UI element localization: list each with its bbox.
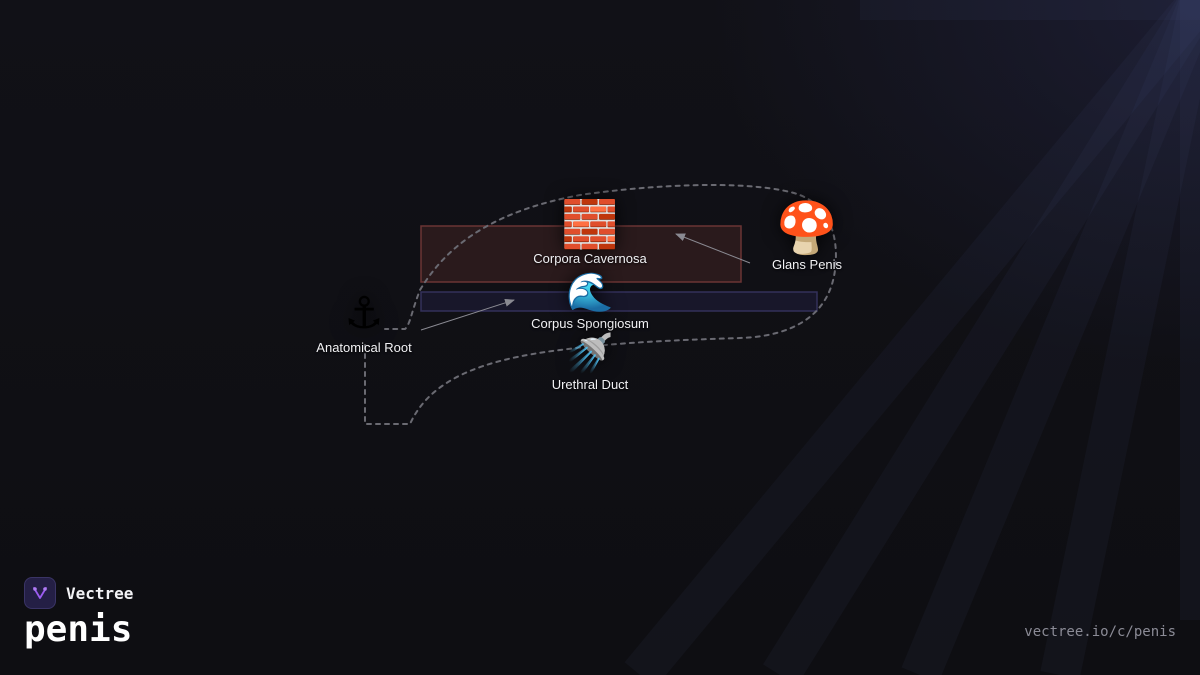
arrow-root-to-spongiosum bbox=[420, 298, 515, 331]
corpus-spongiosum-region bbox=[420, 291, 818, 312]
organ-outline bbox=[364, 183, 837, 425]
node-urethral-duct[interactable]: 🚿 Urethral Duct bbox=[552, 335, 629, 392]
node-glans-penis[interactable]: 🍄 Glans Penis bbox=[772, 203, 842, 272]
node-label: Glans Penis bbox=[771, 257, 843, 272]
mushroom-icon: 🍄 bbox=[775, 200, 839, 256]
node-label: Corpus Spongiosum bbox=[531, 316, 649, 331]
node-label: Urethral Duct bbox=[551, 377, 629, 392]
corpora-cavernosa-region bbox=[420, 225, 742, 283]
wave-icon: 🌊 bbox=[566, 272, 614, 314]
node-corpus-spongiosum[interactable]: 🌊 Corpus Spongiosum bbox=[531, 274, 649, 331]
page-title: penis bbox=[24, 609, 133, 650]
shower-icon: 🚿 bbox=[566, 333, 614, 375]
brick-icon: 🧱 bbox=[561, 198, 619, 250]
brand[interactable]: Vectree bbox=[24, 577, 133, 609]
arrow-glans-to-cavernosa bbox=[675, 233, 751, 264]
node-corpora-cavernosa[interactable]: 🧱 Corpora Cavernosa bbox=[533, 201, 646, 266]
node-anatomical-root[interactable]: ⚓ Anatomical Root bbox=[316, 289, 412, 356]
vectree-fork-icon bbox=[24, 577, 56, 609]
anchor-icon: ⚓ bbox=[344, 289, 384, 338]
node-label: Corpora Cavernosa bbox=[533, 251, 647, 266]
page-url[interactable]: vectree.io/c/penis bbox=[1024, 624, 1176, 640]
brand-name: Vectree bbox=[66, 583, 134, 603]
node-label: Anatomical Root bbox=[316, 340, 412, 355]
